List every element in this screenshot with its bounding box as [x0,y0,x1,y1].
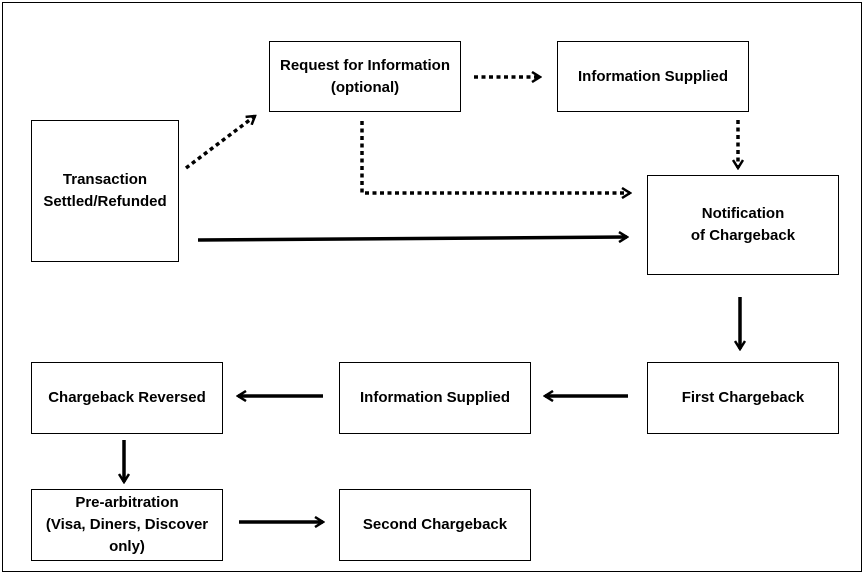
diagram-frame [2,2,862,572]
node-first-chargeback: First Chargeback [647,362,839,434]
node-chargeback-reversed: Chargeback Reversed [31,362,223,434]
edge-request-info-to-notification [360,121,630,193]
node-pre-arbitration: Pre-arbitration (Visa, Diners, Discover … [31,489,223,561]
node-transaction-settled-refunded: Transaction Settled/Refunded [31,120,179,262]
edge-transaction-to-notification [197,237,627,240]
node-label: First Chargeback [681,389,805,406]
node-label: Second Chargeback [362,516,508,533]
node-request-for-information: Request for Information (optional) [269,41,461,112]
node-information-supplied-bottom: Information Supplied [339,362,531,434]
node-information-supplied-top: Information Supplied [557,41,749,112]
edge-transaction-to-request-info [184,116,255,170]
node-label: Information Supplied [360,389,510,406]
node-label: Transaction Settled/Refunded [43,171,167,210]
node-label: Notification of Chargeback [690,205,796,244]
node-notification-of-chargeback: Notification of Chargeback [647,175,839,275]
node-label: Pre-arbitration (Visa, Diners, Discover … [45,494,209,555]
node-label: Information Supplied [578,67,728,85]
node-label: Request for Information (optional) [279,56,450,96]
node-second-chargeback: Second Chargeback [339,489,531,561]
node-label: Chargeback Reversed [48,389,206,406]
